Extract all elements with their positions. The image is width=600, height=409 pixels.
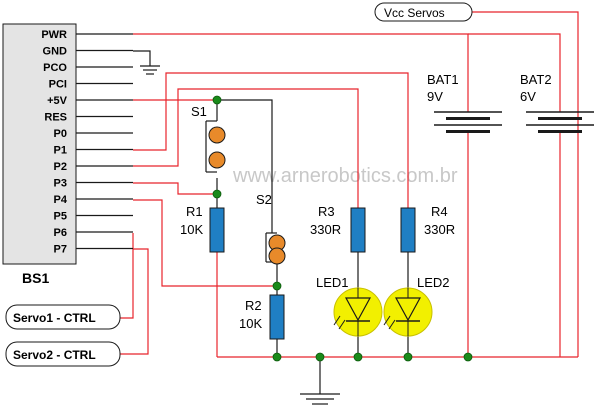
- led-led2: [383, 287, 433, 337]
- resistor-r4: [400, 207, 416, 253]
- wire-s2-top: [217, 99, 273, 233]
- chip-pin-label-pco: PCO: [43, 62, 67, 74]
- connector-servo1: [5, 304, 121, 330]
- junction-node: [212, 95, 222, 105]
- junction-node: [315, 352, 325, 362]
- connector-servo2: [5, 341, 121, 367]
- chip-pin-label-p3: P3: [54, 178, 67, 190]
- chip-pin-label-gnd: GND: [43, 46, 68, 58]
- led-led1-label: LED1: [316, 275, 349, 290]
- wire-p7: [120, 248, 149, 355]
- wire-p3: [133, 182, 217, 195]
- resistor-r2: [269, 294, 285, 340]
- battery-bat1-label: BAT1: [427, 72, 459, 87]
- battery-bat2-label: BAT2: [520, 72, 552, 87]
- chip-pin-label-pwr: PWR: [41, 29, 67, 41]
- chip-pin-label-pci: PCI: [49, 79, 67, 91]
- junction-node: [463, 352, 473, 362]
- wire-vcc-servos: [472, 11, 579, 357]
- wire-p6: [120, 233, 134, 319]
- chip-pin-label-p5: P5: [54, 211, 67, 223]
- junction-node: [272, 352, 282, 362]
- resistor-r3-label: R3: [318, 204, 335, 219]
- ground-symbol-main: [300, 393, 340, 405]
- led-led1: [333, 287, 383, 337]
- switch-s1: [205, 120, 226, 173]
- battery-bat1-voltage: 9V: [427, 89, 443, 104]
- resistor-r2-value: 10K: [239, 316, 262, 331]
- wire-gnd: [133, 50, 151, 66]
- resistor-r1: [209, 207, 225, 253]
- connector-servo1-label: Servo1 - CTRL: [13, 311, 96, 325]
- chip-pin-label-p6: P6: [54, 227, 67, 239]
- chip-name: BS1: [22, 270, 49, 286]
- resistor-r1-value: 10K: [180, 222, 203, 237]
- led-led2-label: LED2: [417, 275, 450, 290]
- battery-bat2-voltage: 6V: [520, 89, 536, 104]
- chip-pin-label-5v: +5V: [47, 95, 68, 107]
- resistor-r4-label: R4: [431, 204, 448, 219]
- watermark: www.arnerobotics.com.br: [232, 165, 458, 187]
- switch-s1-label: S1: [191, 104, 207, 119]
- connector-vcc-servos-label: Vcc Servos: [384, 6, 445, 20]
- wire-p2: [133, 88, 359, 208]
- junction-node: [212, 189, 222, 199]
- resistor-r3-value: 330R: [310, 222, 341, 237]
- chip-pin-label-p7: P7: [54, 244, 67, 256]
- wire-p1: [133, 72, 409, 208]
- wire-p4: [133, 199, 276, 287]
- resistor-r2-label: R2: [245, 298, 262, 313]
- wire-pwr-bat2: [468, 33, 561, 112]
- connector-servo2-label: Servo2 - CTRL: [13, 348, 96, 362]
- chip-pin-label-p1: P1: [54, 145, 67, 157]
- battery-bat1: [434, 111, 502, 133]
- switch-s2: [265, 232, 286, 265]
- junction-node: [353, 352, 363, 362]
- battery-bat2: [526, 111, 594, 133]
- junction-node: [403, 352, 413, 362]
- resistor-r1-label: R1: [186, 204, 203, 219]
- junction-node: [272, 281, 282, 291]
- resistor-r3: [350, 207, 366, 253]
- ground-symbol-gnd: [140, 65, 160, 75]
- chip-pin-label-p2: P2: [54, 161, 67, 173]
- connector-vcc-servos: [374, 2, 473, 22]
- chip-pin-label-p0: P0: [54, 128, 67, 140]
- switch-s2-label: S2: [256, 192, 272, 207]
- chip-bs1: [2, 23, 77, 265]
- chip-pin-label-res: RES: [44, 112, 67, 124]
- chip-pin-label-p4: P4: [54, 194, 68, 206]
- resistor-r4-value: 330R: [424, 222, 455, 237]
